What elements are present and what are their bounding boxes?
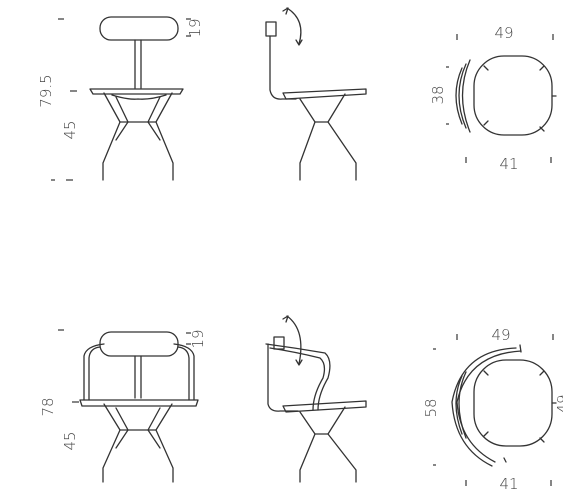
backrest-block bbox=[273, 336, 285, 350]
tilt-arrow bbox=[286, 7, 302, 45]
armless-top-view: 49 38 41 bbox=[429, 24, 557, 173]
top-depth-label: 58 bbox=[422, 398, 440, 417]
armrest-top-view: 49 58 41 49 bbox=[422, 326, 563, 490]
side-partial-label: 49 bbox=[554, 394, 563, 413]
armless-side-view bbox=[265, 7, 367, 181]
armrest-front-view: 78 45 19 bbox=[39, 329, 207, 483]
chair-front-drawing bbox=[89, 16, 184, 181]
dimension-ticks bbox=[51, 18, 191, 181]
base-width-label: 41 bbox=[499, 155, 518, 173]
dimension-ticks bbox=[58, 329, 191, 403]
chair-top-drawing bbox=[451, 344, 557, 467]
armrest-side-view bbox=[265, 315, 367, 483]
dimension-ticks bbox=[446, 34, 554, 163]
top-width-label: 49 bbox=[494, 24, 513, 42]
top-width-label: 49 bbox=[491, 326, 510, 344]
dimension-ticks bbox=[433, 334, 554, 486]
tilt-arrow bbox=[286, 315, 302, 365]
height-total-label: 78 bbox=[39, 397, 57, 416]
backrest-height-label: 19 bbox=[189, 329, 207, 348]
base-width-label: 41 bbox=[499, 475, 518, 490]
top-depth-label: 38 bbox=[429, 85, 447, 104]
chair-top-drawing bbox=[455, 55, 557, 136]
backrest-height-label: 19 bbox=[186, 18, 204, 37]
seat-height-label: 45 bbox=[61, 120, 79, 139]
chair-front-drawing bbox=[79, 331, 199, 483]
backrest-block bbox=[265, 21, 277, 37]
height-total-label: 79.5 bbox=[37, 74, 55, 107]
seat-height-label: 45 bbox=[61, 431, 79, 450]
armless-front-view: 79.5 45 19 bbox=[37, 16, 204, 181]
